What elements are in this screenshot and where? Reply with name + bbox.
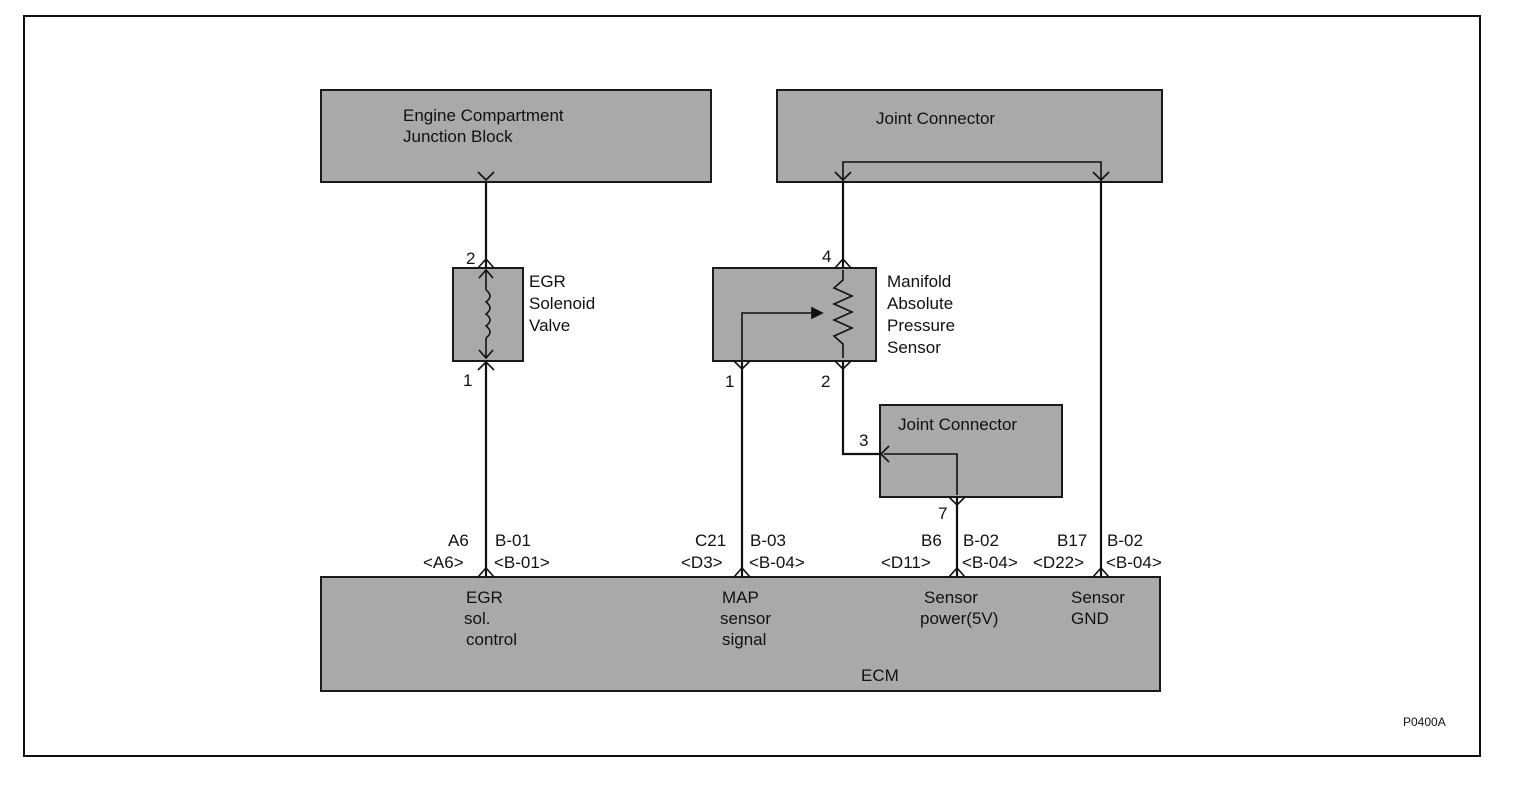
ecm-box (320, 576, 1161, 692)
term-b6-alt: <D11> (881, 553, 931, 572)
ecj-label-2: Junction Block (403, 127, 513, 146)
ecm-egr-3: control (466, 630, 517, 649)
egr-coil-symbol (478, 268, 494, 360)
egr-label-3: Valve (529, 316, 570, 335)
term-a6-alt: <A6> (423, 553, 464, 572)
map-pin-right: 2 (821, 372, 830, 391)
ecm-pwr-2: power(5V) (920, 609, 998, 628)
map-resistor-symbol (741, 270, 854, 361)
egr-pin-bottom: 1 (463, 371, 472, 390)
ecm-gnd-1: Sensor (1071, 588, 1125, 607)
wire-map-jcmid (841, 361, 880, 456)
map-label-1: Manifold (887, 272, 951, 291)
jc-top-label: Joint Connector (876, 109, 995, 128)
engine-compartment-junction-block (320, 89, 712, 183)
ecm-pwr-1: Sensor (924, 588, 978, 607)
term-b6-pin: B6 (921, 531, 942, 550)
term-b6-conn-alt: <B-04> (962, 553, 1018, 572)
figure-code: P0400A (1403, 715, 1446, 729)
pin-markers (477, 171, 1110, 578)
term-c21-alt: <D3> (681, 553, 723, 572)
term-b17-alt: <D22> (1033, 553, 1084, 572)
jc-top-bus (842, 161, 1102, 182)
egr-label-1: EGR (529, 272, 566, 291)
joint-connector-mid (879, 404, 1063, 498)
ecj-label-1: Engine Compartment (403, 106, 564, 125)
term-a6-pin: A6 (448, 531, 469, 550)
term-b17-conn: B-02 (1107, 531, 1143, 550)
map-sensor (712, 267, 877, 362)
map-pin-top: 4 (822, 247, 831, 266)
ecm-map-1: MAP (722, 588, 759, 607)
map-pin-left: 1 (725, 372, 734, 391)
egr-solenoid-valve (452, 267, 524, 362)
term-b6-conn: B-02 (963, 531, 999, 550)
ecm-name: ECM (861, 666, 899, 685)
joint-connector-top (776, 89, 1163, 183)
jc-mid-pin-in: 3 (859, 431, 868, 450)
egr-pin-top: 2 (466, 249, 475, 268)
jc-mid-pin-out: 7 (938, 504, 947, 523)
term-c21-pin: C21 (695, 531, 726, 550)
ecm-map-2: sensor (720, 609, 771, 628)
map-label-2: Absolute (887, 294, 953, 313)
ecm-egr-1: EGR (466, 588, 503, 607)
map-label-4: Sensor (887, 338, 941, 357)
term-a6-conn-alt: <B-01> (494, 553, 550, 572)
term-b17-pin: B17 (1057, 531, 1087, 550)
ecm-egr-2: sol. (464, 609, 490, 628)
term-c21-conn: B-03 (750, 531, 786, 550)
term-c21-conn-alt: <B-04> (749, 553, 805, 572)
term-b17-conn-alt: <B-04> (1106, 553, 1162, 572)
ecm-map-3: signal (722, 630, 766, 649)
ecm-gnd-2: GND (1071, 609, 1109, 628)
egr-label-2: Solenoid (529, 294, 595, 313)
map-label-3: Pressure (887, 316, 955, 335)
term-a6-conn: B-01 (495, 531, 531, 550)
jc-mid-label: Joint Connector (898, 415, 1017, 434)
jc-mid-bus (884, 453, 958, 495)
